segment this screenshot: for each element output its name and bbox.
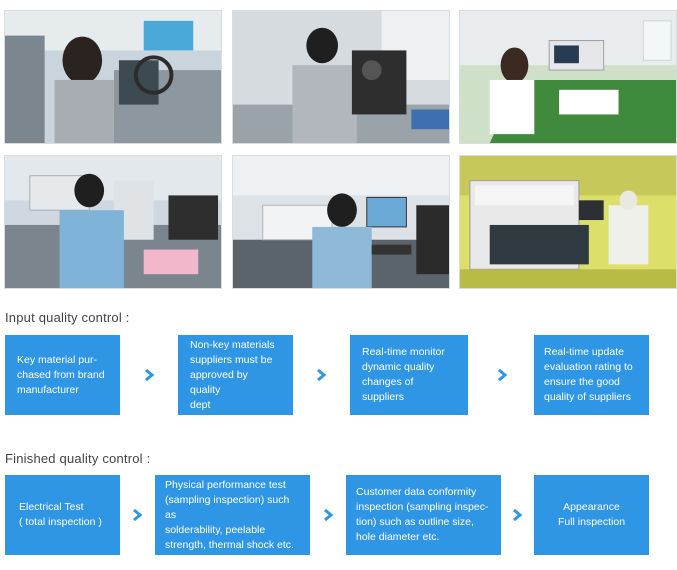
finished-step-2-box: Physical performance test (sampling insp…: [155, 475, 310, 555]
chevron-right-icon: [315, 368, 329, 382]
chevron-right-icon: [322, 508, 336, 522]
chevron-right-icon: [143, 368, 157, 382]
finished-step-2-text: Physical performance test (sampling insp…: [165, 478, 294, 551]
photo-optical-measuring-machine: [459, 155, 677, 289]
input-step-1-text: Key material pur- chased from brand manu…: [17, 353, 105, 396]
photo-microscope-station-boy: [4, 155, 222, 289]
finished-step-3-box: Customer data conformity inspection (sam…: [346, 475, 501, 555]
photo-xray-measurement-station: [232, 155, 450, 289]
chevron-right-icon: [511, 508, 525, 522]
input-quality-control-title: Input quality control :: [5, 310, 130, 325]
chevron-right-icon: [496, 368, 510, 382]
photo-oscilloscope-testing: [459, 10, 677, 144]
photo-microscope-inspection-woman: [4, 10, 222, 144]
input-step-2-text: Non-key materials suppliers must be appr…: [190, 338, 275, 411]
input-step-4-box: Real-time update evaluation rating to en…: [534, 335, 649, 415]
input-step-3-box: Real-time monitor dynamic quality change…: [350, 335, 468, 415]
input-step-4-text: Real-time update evaluation rating to en…: [544, 346, 633, 403]
finished-step-1-text: Electrical Test ( total inspection ): [19, 501, 102, 528]
finished-step-4-box: Appearance Full inspection: [534, 475, 649, 555]
finished-step-1-box: Electrical Test ( total inspection ): [5, 475, 120, 555]
chevron-right-icon: [131, 508, 145, 522]
input-step-3-text: Real-time monitor dynamic quality change…: [362, 346, 445, 403]
input-step-1-box: Key material pur- chased from brand manu…: [5, 335, 120, 415]
input-step-2-box: Non-key materials suppliers must be appr…: [178, 335, 293, 415]
photo-microscope-inspection-man: [232, 10, 450, 144]
finished-quality-control-title: Finished quality control :: [5, 451, 151, 466]
finished-step-4-text: Appearance Full inspection: [557, 501, 626, 528]
finished-step-3-text: Customer data conformity inspection (sam…: [356, 486, 489, 543]
